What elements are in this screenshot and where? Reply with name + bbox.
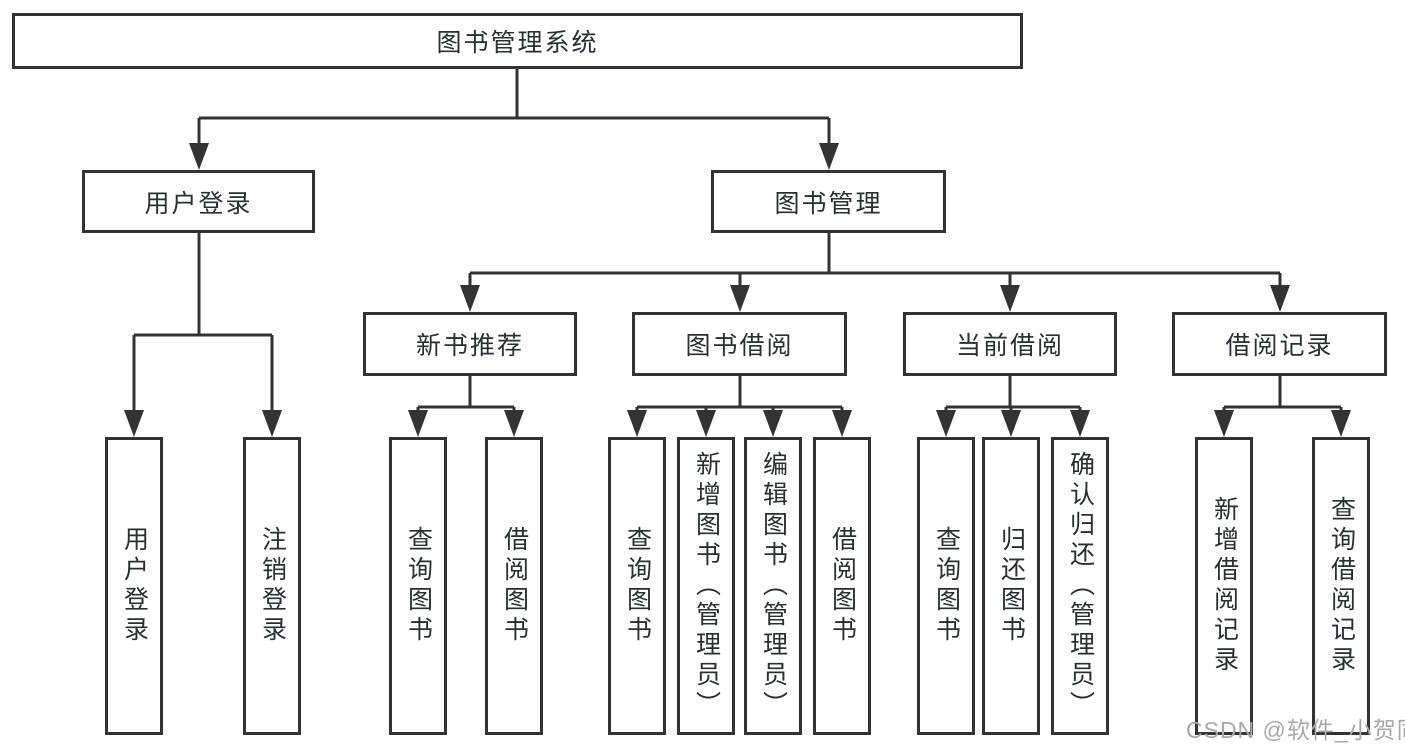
arrowhead-icon xyxy=(408,410,428,437)
node-label: 新增图书（管理员） xyxy=(692,451,721,721)
arrowhead-icon xyxy=(819,143,839,170)
node-label: 新书推荐 xyxy=(415,332,524,360)
arrowhead-icon xyxy=(696,410,716,437)
arrowhead-icon xyxy=(763,410,783,437)
node-label: 新增借阅记录 xyxy=(1210,496,1239,676)
node-label: 编辑图书（管理员） xyxy=(759,451,788,721)
arrowhead-icon xyxy=(730,285,750,312)
arrowhead-icon xyxy=(1331,410,1351,437)
leaf-add-borrow-record: 新增借阅记录 xyxy=(1195,437,1253,735)
arrowhead-icon xyxy=(504,410,524,437)
node-label: 确认归还（管理员） xyxy=(1066,451,1095,721)
node-label: 注销登录 xyxy=(258,526,287,646)
node-current-borrow: 当前借阅 xyxy=(903,312,1117,376)
connector-bookborrow-to-leaves xyxy=(635,376,844,412)
node-library-system: 图书管理系统 xyxy=(12,13,1023,69)
node-label: 当前借阅 xyxy=(955,332,1064,360)
node-label: 查询借阅记录 xyxy=(1327,496,1356,676)
arrowhead-icon xyxy=(936,410,956,437)
connector-newbook-to-leaves xyxy=(416,376,516,412)
node-label: 查询图书 xyxy=(404,526,433,646)
connector-root-to-level2 xyxy=(197,69,831,146)
leaf-add-books-admin: 新增图书（管理员） xyxy=(677,437,735,735)
arrowhead-icon xyxy=(1270,285,1290,312)
node-label: 借阅记录 xyxy=(1225,332,1334,360)
leaf-confirm-return-admin: 确认归还（管理员） xyxy=(1051,437,1109,735)
node-label: 查询图书 xyxy=(932,526,961,646)
leaf-borrow-books-borrow: 借阅图书 xyxy=(813,437,871,735)
node-book-management: 图书管理 xyxy=(711,170,946,233)
arrowhead-icon xyxy=(124,410,144,437)
connector-bookmgmt-to-level3 xyxy=(468,233,1282,288)
leaf-logout: 注销登录 xyxy=(243,437,301,735)
leaf-user-login: 用户登录 xyxy=(105,437,163,735)
arrowhead-icon xyxy=(1070,410,1090,437)
connector-paths xyxy=(132,69,1343,412)
node-label: 借阅图书 xyxy=(500,526,529,646)
node-book-borrow: 图书借阅 xyxy=(632,312,847,376)
arrowhead-icon xyxy=(832,410,852,437)
connector-records-to-leaves xyxy=(1222,376,1343,412)
arrowhead-icon xyxy=(460,285,480,312)
node-label: 借阅图书 xyxy=(828,526,857,646)
node-new-book-recommend: 新书推荐 xyxy=(363,312,577,376)
node-label: 查询图书 xyxy=(623,526,652,646)
leaf-query-books-recommend: 查询图书 xyxy=(389,437,447,735)
node-user-login: 用户登录 xyxy=(82,170,315,233)
leaf-return-books: 归还图书 xyxy=(982,437,1040,735)
node-label: 归还图书 xyxy=(997,526,1026,646)
node-label: 用户登录 xyxy=(120,526,149,646)
arrowhead-icon xyxy=(1214,410,1234,437)
leaf-edit-books-admin: 编辑图书（管理员） xyxy=(744,437,802,735)
node-label: 用户登录 xyxy=(144,189,253,218)
connector-currentborrow-to-leaves xyxy=(944,376,1082,412)
leaf-query-borrow-record: 查询借阅记录 xyxy=(1312,437,1370,735)
leaf-query-books-current: 查询图书 xyxy=(917,437,975,735)
connector-userlogin-to-leaves xyxy=(132,233,274,412)
arrowhead-icon xyxy=(627,410,647,437)
csdn-watermark: CSDN @软件_小贺同学 xyxy=(1186,717,1405,743)
arrowhead-icon xyxy=(262,410,282,437)
arrowhead-icon xyxy=(1000,285,1020,312)
arrowheads xyxy=(124,143,1351,437)
node-label: 图书管理系统 xyxy=(436,29,599,57)
node-label: 图书管理 xyxy=(774,189,883,218)
node-label: 图书借阅 xyxy=(685,332,794,360)
node-borrow-records: 借阅记录 xyxy=(1172,312,1387,376)
leaf-query-books-borrow: 查询图书 xyxy=(608,437,666,735)
arrowhead-icon xyxy=(1001,410,1021,437)
arrowhead-icon xyxy=(189,143,209,170)
leaf-borrow-books-recommend: 借阅图书 xyxy=(485,437,543,735)
